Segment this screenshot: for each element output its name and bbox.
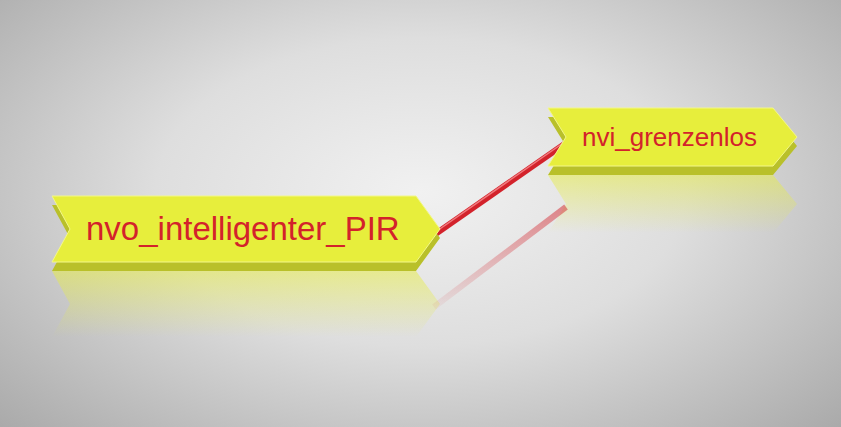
text-stack: nvi_grenzenlos <box>582 123 757 152</box>
box-face <box>52 196 440 262</box>
arrow-label-box: nvo_intelligenter_PIR <box>52 196 440 262</box>
arrow-label-box: nvi_grenzenlos <box>548 108 797 166</box>
box-face <box>548 108 797 166</box>
connector-wire <box>434 143 566 235</box>
text-stack: nvo_intelligenter_PIR <box>86 211 400 247</box>
box-reflection <box>548 175 797 233</box>
node-label: nvo_intelligenter_PIR <box>86 211 400 247</box>
node-label: nvi_grenzenlos <box>582 123 757 152</box>
box-reflection <box>52 271 440 337</box>
wire-highlight <box>434 141 566 233</box>
reflection-group <box>52 175 797 337</box>
